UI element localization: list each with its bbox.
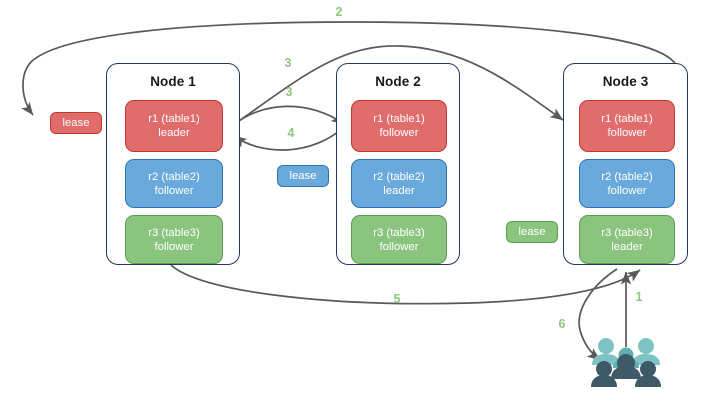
step-label-5: 5	[393, 292, 401, 306]
replica-name: r3 (table3)	[148, 226, 200, 239]
step-label-4: 4	[287, 126, 295, 140]
replica-name: r1 (table1)	[601, 113, 653, 125]
lease-label: lease	[518, 226, 546, 238]
step-label-6: 6	[558, 317, 566, 331]
arrow-step-3-to-node2	[230, 105, 345, 128]
replica-r1[interactable]: r1 (table1) follower	[351, 100, 447, 152]
replica-r2[interactable]: r2 (table2) follower	[579, 159, 675, 208]
replica-role: follower	[154, 184, 194, 197]
node-container-2[interactable]: Node 2 r1 (table1) follower r2 (table2) …	[336, 63, 460, 265]
step-label-2: 2	[335, 5, 343, 19]
node-title: Node 2	[375, 74, 421, 89]
replica-name: r2 (table2)	[601, 170, 653, 183]
replica-name: r3 (table3)	[373, 226, 425, 239]
lease-label: lease	[289, 170, 317, 182]
replica-r3[interactable]: r3 (table3) leader	[579, 215, 675, 264]
lease-badge-green[interactable]: lease	[506, 221, 558, 243]
replica-r3[interactable]: r3 (table3) follower	[125, 215, 223, 264]
replica-r2[interactable]: r2 (table2) leader	[351, 159, 447, 208]
people-group-icon	[588, 335, 664, 391]
replica-role: follower	[607, 184, 647, 197]
replica-role: follower	[607, 127, 647, 139]
node-container-1[interactable]: Node 1 r1 (table1) leader r2 (table2) fo…	[106, 63, 240, 265]
people-group-svg	[591, 338, 661, 387]
replica-name: r2 (table2)	[373, 170, 425, 183]
replica-name: r3 (table3)	[601, 226, 653, 239]
replica-r1[interactable]: r1 (table1) follower	[579, 100, 675, 152]
replica-role: follower	[154, 240, 194, 253]
replica-role: leader	[158, 127, 190, 139]
replica-role: leader	[383, 184, 415, 197]
replica-r2[interactable]: r2 (table2) follower	[125, 159, 223, 208]
step-label-3-upper: 3	[284, 56, 292, 70]
replica-r1[interactable]: r1 (table1) leader	[125, 100, 223, 152]
node-title: Node 1	[150, 74, 196, 89]
replica-name: r1 (table1)	[373, 113, 425, 125]
replica-r3[interactable]: r3 (table3) follower	[351, 215, 447, 264]
lease-badge-red[interactable]: lease	[50, 112, 102, 134]
node-title: Node 3	[602, 74, 649, 89]
lease-label: lease	[62, 117, 90, 129]
replica-name: r2 (table2)	[148, 170, 200, 183]
step-label-3-lower: 3	[285, 85, 293, 99]
arrow-step-5	[170, 264, 641, 305]
replica-role: leader	[611, 240, 643, 253]
lease-badge-blue[interactable]: lease	[277, 165, 329, 187]
replica-role: follower	[379, 127, 419, 139]
replica-role: follower	[379, 240, 419, 253]
step-label-1: 1	[635, 290, 643, 304]
node-container-3[interactable]: Node 3 r1 (table1) follower r2 (table2) …	[563, 63, 688, 265]
replica-name: r1 (table1)	[148, 113, 200, 125]
